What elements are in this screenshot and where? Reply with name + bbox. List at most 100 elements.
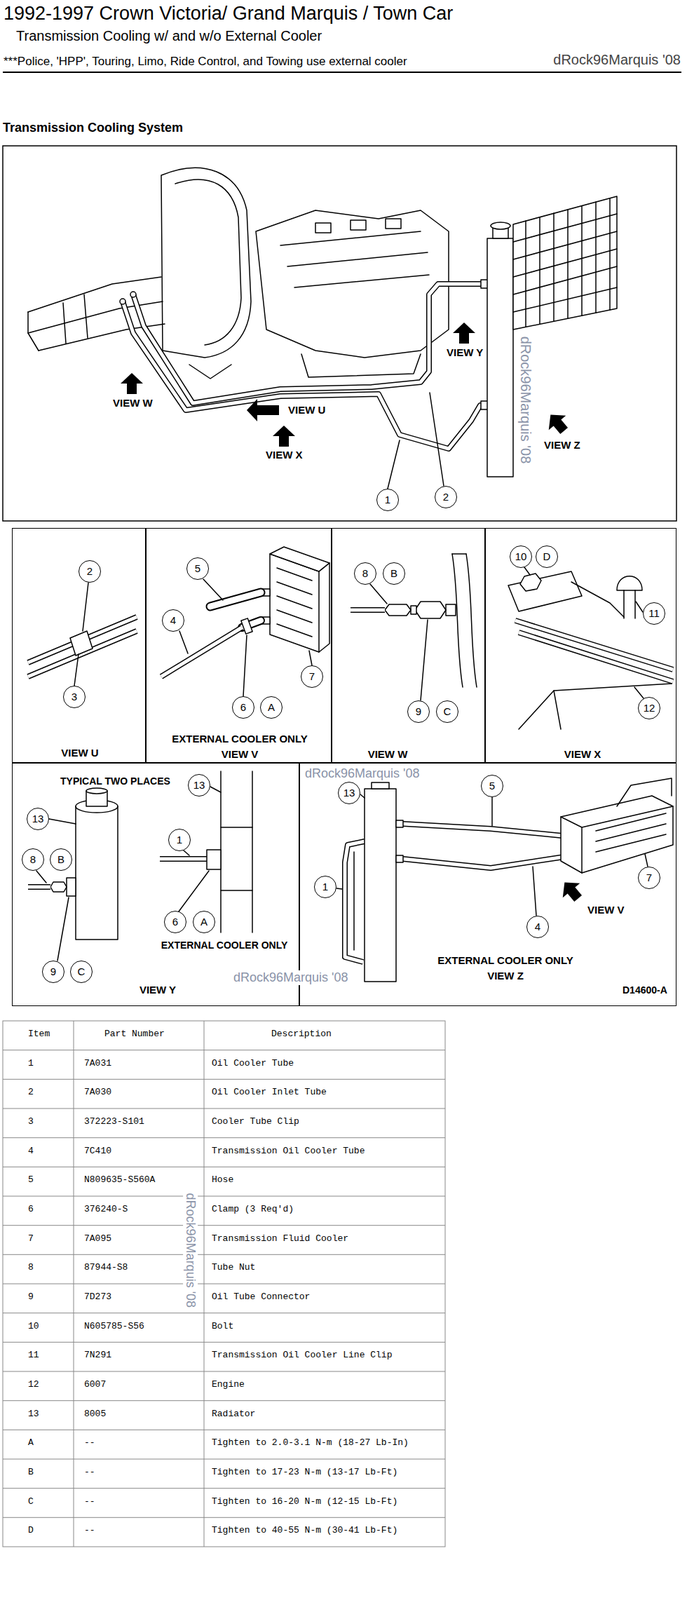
table-cell: B [27, 1467, 35, 1478]
callout-number: 12 [637, 696, 661, 720]
table-cell: Tighten to 2.0-3.1 N-m (18-27 Lb-In) [211, 1437, 410, 1449]
table-cell: N809635-S560A [83, 1174, 156, 1186]
table-cell: Transmission Oil Cooler Tube [211, 1146, 366, 1157]
parts-table-grid [2, 1020, 446, 1547]
table-cell: 11 [27, 1350, 40, 1361]
callout-number: 1 [314, 875, 337, 899]
note: ***Police, 'HPP', Touring, Limo, Ride Co… [2, 54, 408, 69]
table-cell: Oil Cooler Tube [211, 1058, 295, 1070]
table-cell: A [27, 1437, 35, 1449]
table-cell: Tube Nut [211, 1262, 256, 1274]
table-cell: -- [83, 1437, 97, 1449]
table-cell: Transmission Oil Cooler Line Clip [211, 1350, 393, 1361]
callout-number: 13 [26, 807, 50, 831]
view-panel: VIEW W [331, 527, 486, 763]
table-cell: 9 [27, 1291, 35, 1303]
table-cell: -- [83, 1467, 97, 1478]
callout-number: B [49, 848, 73, 871]
view-arrow-label: VIEW Z [543, 438, 582, 451]
view-arrow-label: VIEW V [586, 903, 626, 916]
callout-number: A [260, 696, 283, 719]
callout-number: A [192, 910, 216, 934]
table-cell: 4 [27, 1146, 35, 1157]
table-cell: 376240-S [83, 1204, 129, 1215]
view-caption: VIEW U [60, 746, 99, 759]
table-cell: 87944-S8 [83, 1262, 129, 1274]
table-cell: 7C410 [83, 1146, 113, 1157]
table-cell: N605785-S56 [83, 1321, 146, 1332]
view-caption: VIEW W [367, 747, 409, 760]
view-caption: VIEW Z [486, 969, 525, 982]
callout-number: 9 [42, 960, 65, 983]
watermark: dRock96Marquis '08 [304, 766, 421, 781]
table-cell: Cooler Tube Clip [211, 1116, 301, 1128]
view-arrow-label: VIEW Y [445, 346, 484, 359]
callout-number: B [382, 562, 406, 585]
table-cell: 6007 [83, 1379, 107, 1391]
watermark: dRock96Marquis '08 [517, 335, 534, 465]
callout-number: C [436, 700, 459, 723]
table-cell: Transmission Fluid Cooler [211, 1233, 350, 1245]
table-cell: 8 [27, 1262, 35, 1274]
callout-number: 4 [161, 609, 185, 632]
view-v-drawing [161, 546, 330, 697]
table-cell: 5 [27, 1174, 35, 1186]
view-arrow-label: VIEW W [112, 396, 154, 409]
view-w-drawing [350, 553, 477, 701]
table-cell: Tighten to 17-23 N-m (13-17 Lb-Ft) [211, 1467, 399, 1478]
table-cell: Oil Cooler Inlet Tube [211, 1087, 328, 1098]
callout-number: 13 [187, 773, 211, 797]
view-arrow-label: VIEW U [287, 403, 326, 416]
header-rule [2, 72, 682, 73]
callout-number: 1 [168, 828, 191, 852]
view-arrow-label: VIEW X [264, 448, 304, 461]
callout-number: 2 [78, 560, 101, 583]
table-cell: Part Number [103, 1029, 166, 1040]
view-x-drawing [508, 567, 673, 730]
figure-id: D14600-A [621, 984, 669, 996]
table-cell: Tighten to 16-20 N-m (12-15 Lb-Ft) [211, 1496, 399, 1508]
view-caption: VIEW Y [138, 983, 177, 996]
page-title: 1992-1997 Crown Victoria/ Grand Marquis … [2, 2, 454, 25]
watermark: dRock96Marquis '08 [232, 970, 350, 985]
callout-number: 13 [337, 781, 361, 805]
table-cell: Engine [211, 1379, 246, 1391]
table-cell: 372223-S101 [83, 1116, 146, 1128]
table-cell: 2 [27, 1087, 35, 1098]
table-cell: 7A031 [83, 1058, 113, 1070]
table-cell: 7D273 [83, 1291, 113, 1303]
view-caption: EXTERNAL COOLER ONLY [171, 732, 308, 745]
note: EXTERNAL COOLER ONLY [160, 939, 289, 951]
subtitle: Transmission Cooling w/ and w/o External… [15, 28, 323, 45]
table-cell: 7 [27, 1233, 35, 1245]
callout-number: 2 [434, 485, 458, 509]
view-panel: EXTERNAL COOLER ONLY VIEW V [145, 527, 332, 763]
table-cell: D [27, 1525, 35, 1536]
watermark: dRock96Marquis '08 [183, 1191, 199, 1309]
view-z-drawing [336, 778, 673, 982]
callout-number: 7 [637, 866, 661, 889]
table-cell: 8005 [83, 1409, 107, 1420]
note: TYPICAL TWO PLACES [59, 775, 172, 787]
table-cell: 3 [27, 1116, 35, 1128]
callout-number: 1 [376, 488, 399, 512]
table-cell: -- [83, 1496, 97, 1508]
table-cell: C [27, 1496, 35, 1508]
table-cell: Oil Tube Connector [211, 1291, 311, 1303]
table-cell: 10 [27, 1321, 40, 1332]
watermark: dRock96Marquis '08 [552, 51, 682, 68]
view-caption: VIEW V [220, 747, 260, 760]
table-cell: 7A030 [83, 1087, 113, 1098]
callout-number: C [70, 960, 93, 983]
table-cell: 1 [27, 1058, 35, 1070]
callout-number: 7 [300, 665, 324, 688]
callout-number: 10 [509, 545, 533, 568]
callout-number: 4 [526, 915, 549, 938]
callout-number: 8 [354, 562, 377, 585]
table-cell: 7A095 [83, 1233, 113, 1245]
view-y-drawing [28, 771, 253, 961]
table-cell: 7N291 [83, 1350, 113, 1361]
view-caption: VIEW X [563, 747, 603, 760]
table-cell: Radiator [211, 1409, 256, 1420]
view-caption: EXTERNAL COOLER ONLY [436, 954, 574, 967]
